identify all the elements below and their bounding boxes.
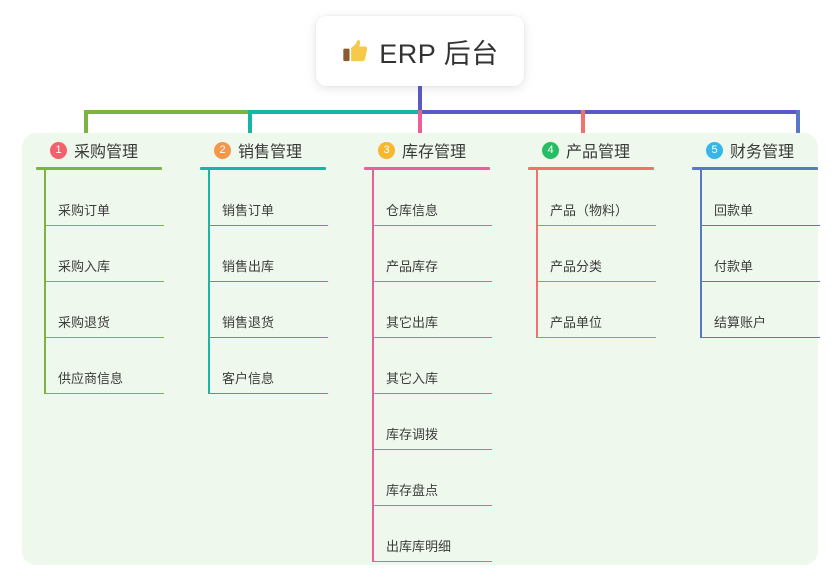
- branch-header-3[interactable]: 3 库存管理: [364, 133, 528, 167]
- branch-item[interactable]: 销售退货: [210, 282, 328, 338]
- branch-column-4: 4 产品管理产品（物料） 产品分类产品单位: [528, 133, 692, 565]
- branch-columns: 1 采购管理采购订单采购入库采购退货供应商信息 2 销售管理销售订单销售出库销售退货客…: [22, 133, 820, 565]
- branch-title-1: 采购管理: [74, 144, 139, 161]
- branch-item-label: 供应商信息: [58, 371, 124, 386]
- branch-item[interactable]: 产品分类: [538, 226, 656, 282]
- branch-item-list-4: 产品（物料） 产品分类产品单位: [536, 170, 656, 338]
- branch-item[interactable]: 库存调拨: [374, 394, 492, 450]
- branch-item-list-5: 回款单付款单结算账户: [700, 170, 820, 338]
- branch-item[interactable]: 结算账户: [702, 282, 820, 338]
- branch-item[interactable]: 客户信息: [210, 338, 328, 394]
- branch-column-5: 5 财务管理回款单付款单结算账户: [692, 133, 839, 565]
- branch-title-3: 库存管理: [402, 144, 467, 161]
- branch-item-label: 销售订单: [222, 203, 275, 218]
- branch-item[interactable]: 供应商信息: [46, 338, 164, 394]
- branch-item-label: 销售出库: [222, 259, 275, 274]
- branch-item-label: 销售退货: [222, 315, 275, 330]
- branch-underline-2: [200, 167, 326, 170]
- branch-item[interactable]: 库存盘点: [374, 450, 492, 506]
- branch-item-list-2: 销售订单销售出库销售退货客户信息: [208, 170, 328, 394]
- thumbs-up-icon: [343, 40, 368, 62]
- branch-item-label: 结算账户: [714, 315, 767, 330]
- branch-item-label: 采购订单: [58, 203, 111, 218]
- branch-badge-2: 2: [214, 141, 231, 159]
- branch-title-2: 销售管理: [238, 144, 303, 161]
- root-node-card[interactable]: ERP 后台: [316, 16, 524, 86]
- branch-header-2[interactable]: 2 销售管理: [200, 133, 364, 167]
- branch-underline-5: [692, 167, 818, 170]
- branch-underline-4: [528, 167, 654, 170]
- branch-item-label: 产品单位: [550, 315, 603, 330]
- branch-item-label: 库存调拨: [386, 427, 439, 442]
- branch-item-label: 库存盘点: [386, 483, 439, 498]
- branch-column-2: 2 销售管理销售订单销售出库销售退货客户信息: [200, 133, 364, 565]
- branches-panel: [22, 133, 818, 565]
- branch-header-5[interactable]: 5 财务管理: [692, 133, 839, 167]
- branch-item-label: 回款单: [714, 203, 754, 218]
- branch-title-5: 财务管理: [730, 144, 795, 161]
- root-node-title: ERP 后台: [379, 38, 499, 69]
- branch-item[interactable]: 出库库明细: [374, 506, 492, 562]
- branch-title-4: 产品管理: [566, 144, 631, 161]
- branch-item-label: 付款单: [714, 259, 754, 274]
- branch-badge-5: 5: [706, 141, 723, 159]
- branch-item[interactable]: 产品（物料）: [538, 170, 656, 226]
- branch-badge-4: 4: [542, 141, 559, 159]
- branch-item[interactable]: 回款单: [702, 170, 820, 226]
- branch-header-4[interactable]: 4 产品管理: [528, 133, 692, 167]
- branch-item[interactable]: 其它入库: [374, 338, 492, 394]
- branch-item-label: 采购入库: [58, 259, 111, 274]
- branch-item[interactable]: 采购入库: [46, 226, 164, 282]
- branch-item-label: 采购退货: [58, 315, 111, 330]
- branch-item[interactable]: 产品库存: [374, 226, 492, 282]
- branch-item[interactable]: 采购退货: [46, 282, 164, 338]
- branch-item-label: 出库库明细: [386, 539, 452, 554]
- branch-item-label: 产品分类: [550, 259, 603, 274]
- branch-item-label: 其它入库: [386, 371, 439, 386]
- branch-item-label: 客户信息: [222, 371, 275, 386]
- branch-item-list-3: 仓库信息产品库存其它出库其它入库库存调拨库存盘点出库库明细: [372, 170, 492, 562]
- branch-badge-1: 1: [50, 141, 67, 159]
- branch-badge-3: 3: [378, 141, 395, 159]
- branch-item[interactable]: 仓库信息: [374, 170, 492, 226]
- branch-column-1: 1 采购管理采购订单采购入库采购退货供应商信息: [36, 133, 200, 565]
- branch-underline-1: [36, 167, 162, 170]
- branch-column-3: 3 库存管理仓库信息产品库存其它出库其它入库库存调拨库存盘点出库库明细: [364, 133, 528, 565]
- branch-item[interactable]: 其它出库: [374, 282, 492, 338]
- branch-item[interactable]: 产品单位: [538, 282, 656, 338]
- branch-item[interactable]: 销售出库: [210, 226, 328, 282]
- branch-item-label: 仓库信息: [386, 203, 439, 218]
- branch-item[interactable]: 采购订单: [46, 170, 164, 226]
- branch-underline-3: [364, 167, 490, 170]
- branch-item-label: 产品库存: [386, 259, 439, 274]
- branch-item-label: 其它出库: [386, 315, 439, 330]
- branch-item[interactable]: 付款单: [702, 226, 820, 282]
- branch-header-1[interactable]: 1 采购管理: [36, 133, 200, 167]
- branch-item-label: 产品（物料）: [550, 203, 629, 218]
- branch-item[interactable]: 销售订单: [210, 170, 328, 226]
- branch-item-list-1: 采购订单采购入库采购退货供应商信息: [44, 170, 164, 394]
